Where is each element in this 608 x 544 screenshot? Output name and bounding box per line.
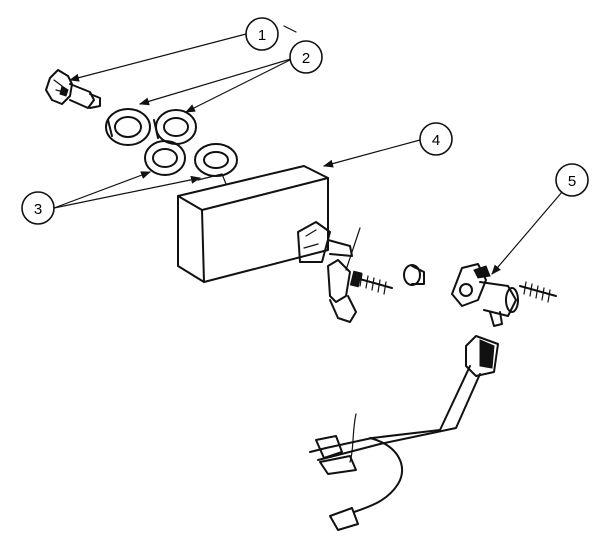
callout-2-label: 2 — [302, 50, 310, 67]
callout-1-label: 1 — [258, 27, 266, 44]
callout-3-label: 3 — [34, 201, 42, 218]
callout-4-label: 4 — [432, 132, 440, 149]
part-2-grommets — [105, 108, 197, 146]
callout-1: 1 — [245, 17, 279, 51]
callout-5: 5 — [555, 163, 589, 197]
part-1-bulb — [45, 69, 101, 109]
part-4-switch-housing — [177, 165, 425, 323]
part-3-grommets — [144, 140, 238, 177]
callout-5-label: 5 — [568, 173, 576, 190]
callout-4: 4 — [419, 122, 453, 156]
part-5-switch-assembly — [309, 263, 557, 531]
callout-3: 3 — [21, 191, 55, 225]
leader-lines — [53, 25, 563, 275]
callout-2: 2 — [289, 40, 323, 74]
